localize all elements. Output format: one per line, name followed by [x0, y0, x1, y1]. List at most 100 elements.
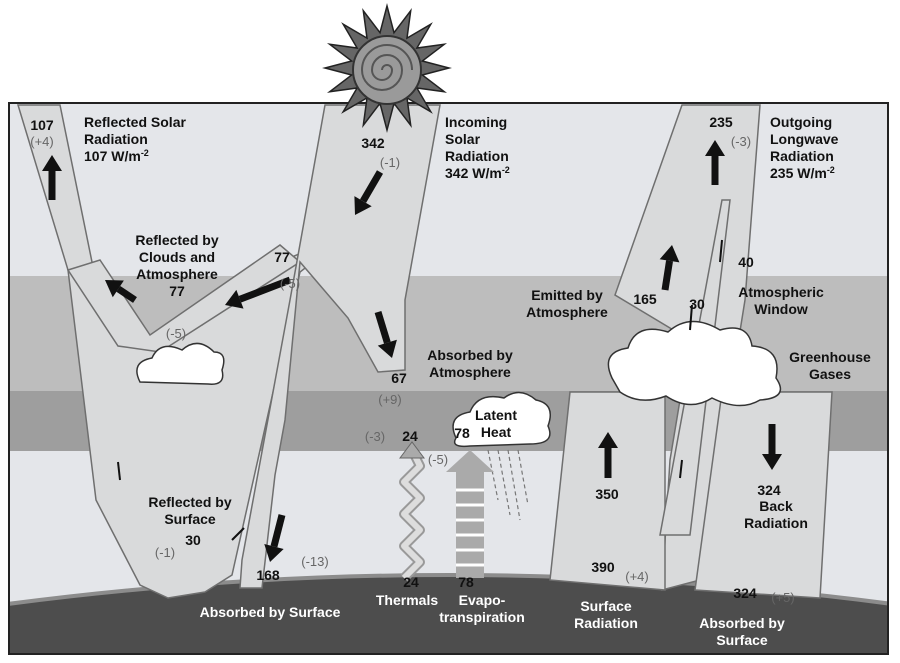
latent-bottom-value: 78 — [458, 574, 474, 590]
cloud-icon — [136, 342, 225, 385]
window-40-value: 40 — [738, 254, 754, 270]
surface-390-value: 390 — [591, 559, 615, 575]
arrow-icon — [689, 304, 693, 331]
arrow-icon — [598, 432, 618, 448]
reflected-solar-label: Radiation — [84, 131, 148, 147]
reflected-by-clouds-label: Clouds and — [139, 249, 215, 265]
unit-superscript: -2 — [502, 165, 510, 175]
incoming-solar-label: Radiation — [445, 148, 509, 164]
clouds-reflected-center-value: 77 — [169, 283, 185, 299]
back-bottom-delta: (+5) — [771, 590, 794, 605]
evapotranspiration-label: Evapo- — [459, 592, 506, 608]
incoming-delta: (-1) — [380, 155, 400, 170]
evapotranspiration-arrow — [446, 450, 494, 578]
surface-radiation-label: Surface — [580, 598, 632, 614]
arrow-icon — [264, 544, 284, 562]
arrow-icon — [360, 170, 384, 203]
clouds-reflected-value: 77 — [274, 249, 290, 265]
reflected-by-surface-label: Surface — [164, 511, 216, 527]
arrow-icon — [238, 276, 292, 303]
absorbed-atmosphere-delta: (+9) — [378, 392, 401, 407]
incoming-solar-beam — [239, 104, 441, 589]
reflected-top-value: 107 — [30, 117, 54, 133]
outgoing-longwave-value: 235 W/m-2 — [770, 165, 835, 181]
back-radiation-value: 324 — [757, 482, 781, 498]
unit-superscript: -2 — [827, 165, 835, 175]
clouds-reflected-beam — [66, 244, 302, 353]
absorbed-atmosphere-value: 67 — [391, 370, 407, 386]
clouds-mid-delta: (-5) — [166, 326, 186, 341]
reflected-solar-value: 107 W/m-2 — [84, 148, 149, 164]
reflected-solar-label: Reflected Solar — [84, 114, 186, 130]
emitted-by-atmosphere-label: Emitted by — [531, 287, 603, 303]
back-bottom-value: 324 — [733, 585, 757, 601]
arrow-icon — [705, 140, 725, 156]
reflected-by-surface-label: Reflected by — [148, 494, 231, 510]
arrow-icon — [231, 527, 245, 541]
flow-arrows — [42, 140, 782, 562]
greenhouse-gases-label: Greenhouse — [789, 349, 871, 365]
latent-heat-label: Heat — [481, 424, 512, 440]
arrow-icon — [270, 514, 286, 548]
arrow-icon — [374, 310, 391, 344]
thermals-label: Thermals — [376, 592, 438, 608]
thermals-bottom-value: 24 — [403, 574, 419, 590]
unit-superscript: -2 — [141, 148, 149, 158]
cloud-icon — [607, 320, 782, 407]
sun-icon — [322, 3, 452, 133]
reflected-top-delta: (+4) — [30, 134, 53, 149]
arrow-icon — [117, 461, 121, 481]
arrow-icon — [661, 260, 673, 291]
back-radiation-label: Back — [759, 498, 793, 514]
reflected-surface-delta: (-1) — [155, 545, 175, 560]
reflected-surface-value: 30 — [185, 532, 201, 548]
rain-icon — [487, 449, 529, 521]
absorbed-by-atmosphere-label: Absorbed by — [427, 347, 513, 363]
outgoing-value: 235 — [709, 114, 733, 130]
earth-surface — [9, 575, 888, 654]
absorbed-by-surface-right-label: Absorbed by — [699, 615, 785, 631]
emitted-atmosphere-value: 165 — [633, 291, 657, 307]
arrow-icon — [679, 459, 683, 479]
thermals-top-value: 24 — [402, 428, 418, 444]
arrow-icon — [116, 285, 137, 303]
atmospheric-window-label: Window — [754, 301, 808, 317]
outgoing-longwave-label: Longwave — [770, 131, 839, 147]
evapotranspiration-label: transpiration — [439, 609, 525, 625]
outgoing-longwave-label: Radiation — [770, 148, 834, 164]
arrow-icon — [719, 239, 723, 263]
diagram-frame — [8, 102, 889, 655]
absorbed-surface-value: 168 — [256, 567, 280, 583]
absorbed-by-atmosphere-label: Atmosphere — [429, 364, 511, 380]
clouds-reflected-delta: (-5) — [280, 276, 300, 291]
arrow-icon — [659, 245, 680, 263]
back-radiation-label: Radiation — [744, 515, 808, 531]
emitted-by-atmosphere-label: Atmosphere — [526, 304, 608, 320]
back-radiation-column — [694, 391, 833, 599]
absorbed-by-surface-left-label: Absorbed by Surface — [200, 604, 341, 620]
atmospheric-window-label: Atmospheric — [738, 284, 824, 300]
absorbed-surface-delta: (-13) — [301, 554, 328, 569]
arrow-icon — [377, 339, 397, 358]
latent-delta: (-5) — [428, 452, 448, 467]
surface-radiation-label: Radiation — [574, 615, 638, 631]
incoming-value: 342 — [361, 135, 385, 151]
reflected-by-clouds-label: Reflected by — [135, 232, 218, 248]
surface-radiation-value: 350 — [595, 486, 619, 502]
incoming-solar-value: 342 W/m-2 — [445, 165, 510, 181]
arrow-icon — [354, 196, 372, 215]
incoming-solar-label: Solar — [445, 131, 481, 147]
latent-heat-label: Latent — [475, 407, 517, 423]
outgoing-delta: (-3) — [731, 134, 751, 149]
arrow-icon — [225, 289, 244, 309]
window-30-value: 30 — [689, 296, 705, 312]
greenhouse-gases-label: Gases — [809, 366, 851, 382]
arrow-icon — [42, 155, 62, 171]
surface-390-delta: (+4) — [625, 569, 648, 584]
latent-top-value: 78 — [454, 425, 470, 441]
absorbed-by-surface-right-label: Surface — [716, 632, 768, 648]
arrow-icon — [105, 280, 124, 298]
cloud-icon — [452, 391, 551, 448]
arrow-icon — [762, 454, 782, 470]
